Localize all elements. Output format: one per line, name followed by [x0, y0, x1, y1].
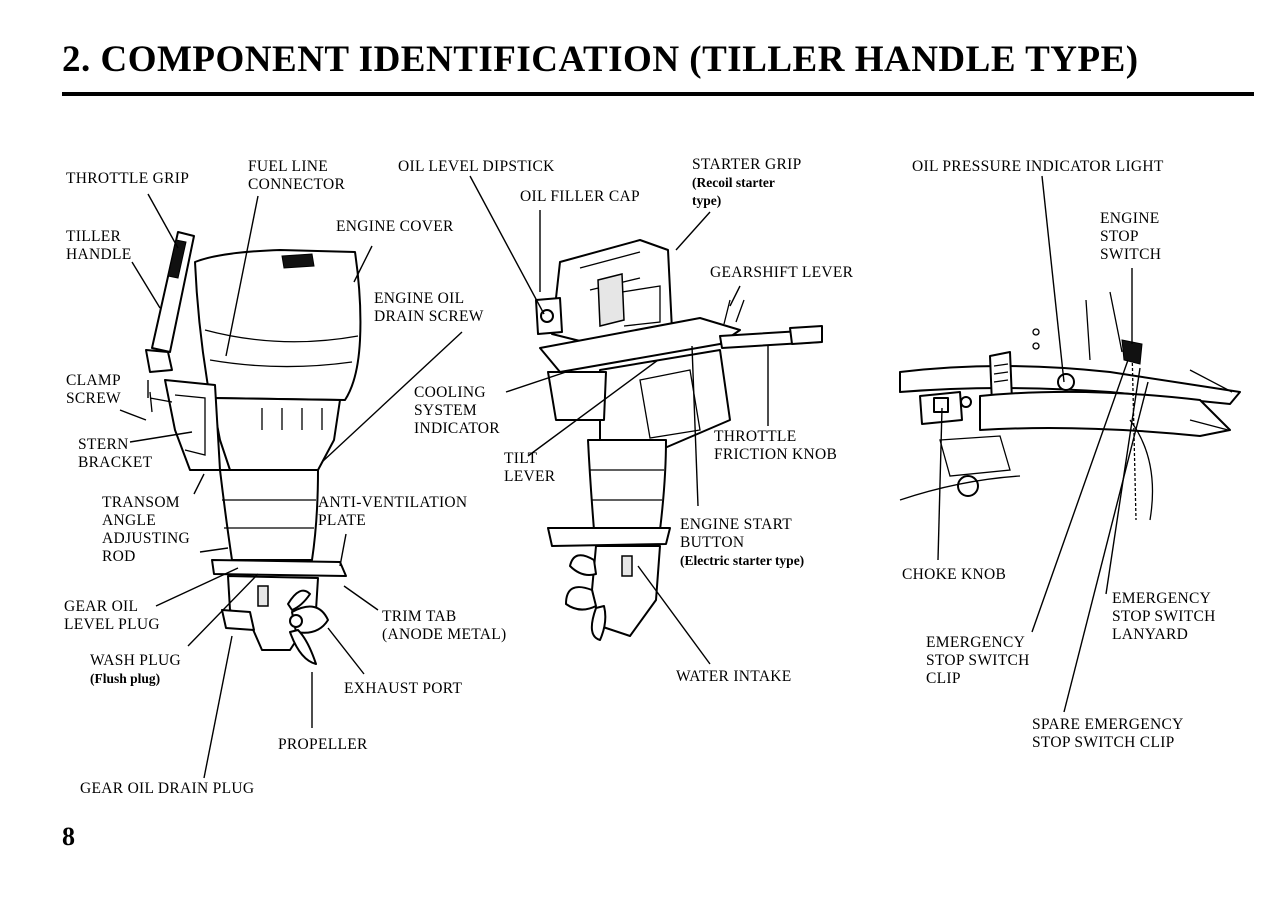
title-rule	[62, 92, 1254, 96]
label-wash-plug: WASH PLUG (Flush plug)	[90, 652, 181, 686]
label-water-intake: WATER INTAKE	[676, 668, 792, 685]
page-number: 8	[62, 822, 75, 851]
label-trim-tab: TRIM TAB(ANODE METAL)	[382, 608, 507, 643]
label-propeller: PROPELLER	[278, 736, 368, 753]
label-engine-cover: ENGINE COVER	[336, 218, 454, 235]
label-gear-oil-drain-plug: GEAR OIL DRAIN PLUG	[80, 780, 255, 797]
label-oil-pressure-indicator-light: OIL PRESSURE INDICATOR LIGHT	[912, 158, 1164, 175]
label-choke-knob: CHOKE KNOB	[902, 566, 1007, 583]
label-oil-level-dipstick: OIL LEVEL DIPSTICK	[398, 158, 555, 175]
label-gearshift-lever: GEARSHIFT LEVER	[710, 264, 854, 281]
control-panel-detail-illustration	[899, 291, 1241, 521]
leader-lines	[119, 175, 1149, 779]
page-title: 2. COMPONENT IDENTIFICATION (TILLER HAND…	[62, 39, 1139, 80]
outboard-motor-right-illustration	[535, 239, 823, 641]
label-exhaust-port: EXHAUST PORT	[344, 680, 463, 697]
label-throttle-grip: THROTTLE GRIP	[66, 170, 190, 187]
outboard-motor-left-illustration	[145, 231, 362, 665]
label-oil-filler-cap: OIL FILLER CAP	[520, 188, 640, 205]
label-starter-grip: STARTER GRIP (Recoil starter type)	[692, 156, 802, 208]
